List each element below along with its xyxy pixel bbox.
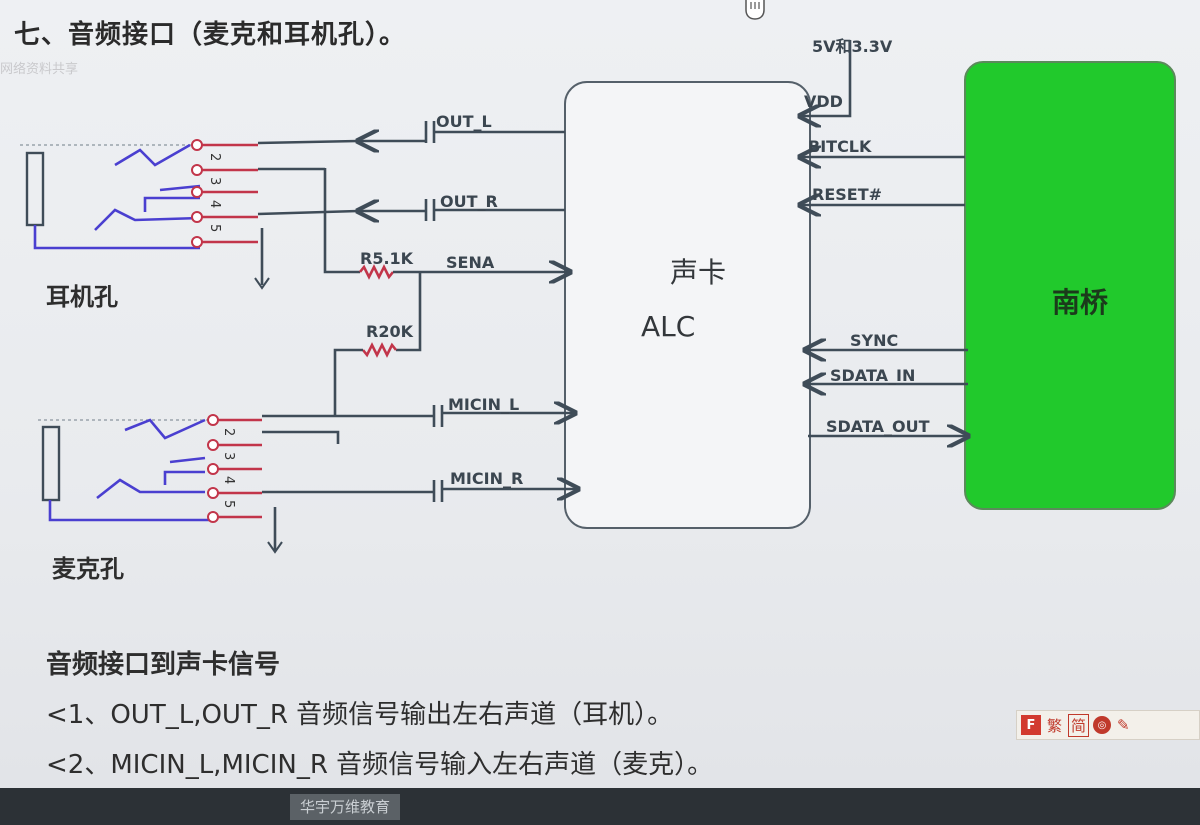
note-item-1: <1、OUT_L,OUT_R 音频信号输出左右声道（耳机）。	[46, 700, 674, 730]
sena-signal: R5.1K SENA R20K	[323, 168, 570, 415]
bitclk-signal: BITCLK	[800, 137, 965, 157]
sync-label: SYNC	[850, 331, 898, 350]
sdata-in-signal: SDATA_IN	[805, 366, 968, 385]
sdata-out-signal: SDATA_OUT	[808, 417, 968, 436]
sdata-in-label: SDATA_IN	[830, 366, 915, 385]
sync-signal: SYNC	[805, 331, 968, 350]
resistor-r1-label: R5.1K	[360, 249, 414, 268]
hand-cursor-icon	[745, 0, 765, 20]
taskbar-app-button[interactable]: 华宇万维教育	[290, 794, 401, 820]
slide-screen: 七、音频接口（麦克和耳机孔）。 网络资料共享 声卡 ALC 南桥 5V和3.3V…	[0, 0, 1200, 790]
headphone-pin-4: 4	[207, 200, 222, 208]
mic-pin-4: 4	[221, 476, 236, 484]
reset-signal: RESET#	[800, 185, 965, 205]
page-title: 七、音频接口（麦克和耳机孔）。	[14, 20, 407, 50]
micin-l-signal: MICIN_L	[262, 395, 575, 427]
ime-tools-icon[interactable]: ✎	[1117, 716, 1130, 734]
ime-simplified-button[interactable]: 简	[1068, 713, 1090, 737]
micin-l-label: MICIN_L	[448, 395, 519, 414]
sound-card-block: 声卡 ALC	[564, 81, 811, 529]
mic-jack-label: 麦克孔	[52, 555, 124, 583]
sound-card-model: ALC	[641, 310, 695, 343]
power-label: 5V和3.3V	[812, 37, 893, 56]
bitclk-label: BITCLK	[808, 137, 872, 156]
notes-section: 音频接口到声卡信号 <1、OUT_L,OUT_R 音频信号输出左右声道（耳机）。…	[46, 650, 713, 800]
headphone-pin-5: 5	[207, 224, 222, 232]
note-item-2: <2、MICIN_L,MICIN_R 音频信号输入左右声道（麦克）。	[46, 750, 714, 780]
vdd-label: VDD	[804, 92, 843, 111]
ime-settings-icon[interactable]: ◎	[1093, 716, 1112, 734]
south-bridge-label: 南桥	[1052, 286, 1108, 319]
audio-interface-diagram: 声卡 ALC 南桥 5V和3.3V VDD BITCLK RESET# SYNC	[20, 37, 1176, 583]
faint-watermark-text: 网络资料共享	[0, 62, 79, 77]
headphone-pin-2: 2	[207, 153, 222, 161]
out-l-signal: OUT_L	[358, 112, 565, 143]
ime-traditional-button[interactable]: 繁	[1047, 716, 1063, 735]
sena-label: SENA	[446, 253, 495, 272]
south-bridge-block: 南桥	[964, 61, 1176, 510]
out-r-label: OUT_R	[440, 192, 498, 211]
mic-pin-2: 2	[221, 428, 236, 436]
headphone-pin-3: 3	[207, 177, 222, 185]
mic-pin-5: 5	[221, 500, 236, 508]
sound-card-title: 声卡	[670, 256, 726, 289]
sdata-out-label: SDATA_OUT	[826, 417, 930, 436]
reset-label: RESET#	[812, 185, 882, 204]
notes-subtitle: 音频接口到声卡信号	[46, 650, 281, 680]
ime-toolbar[interactable]: F 繁 简 ◎ ✎	[1016, 710, 1200, 740]
micin-r-signal: MICIN_R	[262, 469, 578, 502]
out-r-signal: OUT_R	[358, 192, 565, 221]
ime-logo-icon[interactable]: F	[1021, 715, 1041, 735]
micin-r-label: MICIN_R	[450, 469, 523, 488]
vdd-power-line: 5V和3.3V VDD	[800, 37, 893, 116]
mic-jack: 2 3 4 5 麦克孔	[38, 414, 340, 583]
resistor-r2-label: R20K	[366, 322, 414, 341]
out-l-label: OUT_L	[436, 112, 492, 131]
headphone-jack: 2 3 4 5 耳机孔	[20, 139, 359, 311]
headphone-jack-label: 耳机孔	[46, 283, 118, 311]
taskbar: 华宇万维教育	[0, 788, 1200, 825]
mic-pin-3: 3	[221, 452, 236, 460]
